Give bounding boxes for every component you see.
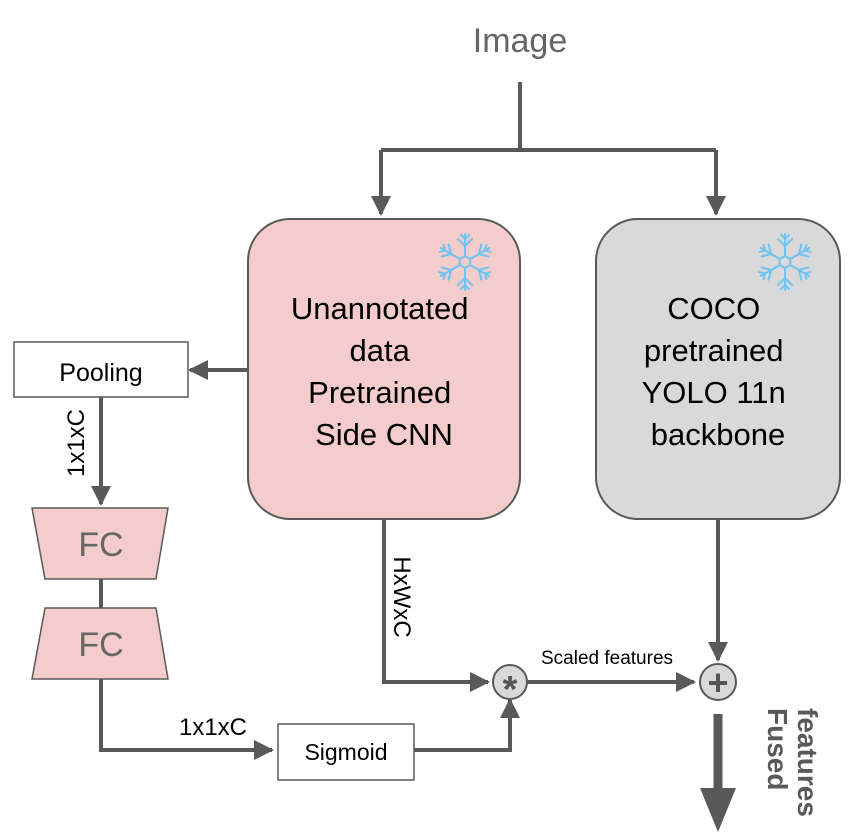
pooling-label: Pooling [59, 359, 142, 387]
multiply-node: * [492, 664, 528, 711]
fused-features-label: Fusedfeatures [762, 708, 823, 817]
add-symbol: + [707, 662, 728, 703]
pool-dim-label: 1x1xC [63, 409, 90, 477]
sigmoid-label: Sigmoid [304, 739, 387, 765]
fc-block-2: FC [31, 607, 169, 680]
multiply-symbol: * [503, 669, 518, 711]
fused-output-arrow [700, 714, 736, 832]
sigmoid-to-multiply-arrow [414, 698, 520, 752]
side-cnn-block: Unannotated data Pretrained Side CNN [247, 218, 521, 520]
yolo-backbone-block: COCO pretrained YOLO 11n backbone [595, 218, 841, 520]
fc-label-1: FC [78, 526, 123, 564]
yolo-backbone-label: COCO pretrained YOLO 11n backbone [642, 291, 795, 452]
side-cnn-label: Unannotated data Pretrained Side CNN [291, 291, 477, 452]
fc-to-sigmoid-arrow [99, 679, 274, 760]
pooling-block: Pooling [13, 341, 189, 398]
add-node: + [699, 662, 737, 703]
sigmoid-block: Sigmoid [277, 723, 415, 781]
scaled-features-label: Scaled features [541, 648, 673, 669]
fc-block-1: FC [31, 507, 169, 580]
side-dim-label: HxWxC [388, 556, 415, 637]
input-image-label: Image [473, 22, 568, 60]
cnn-to-multiply-arrow [382, 519, 490, 692]
fc-dim-label: 1x1xC [179, 714, 247, 741]
input-split-connector [371, 82, 726, 216]
fc-label-2: FC [78, 626, 123, 664]
